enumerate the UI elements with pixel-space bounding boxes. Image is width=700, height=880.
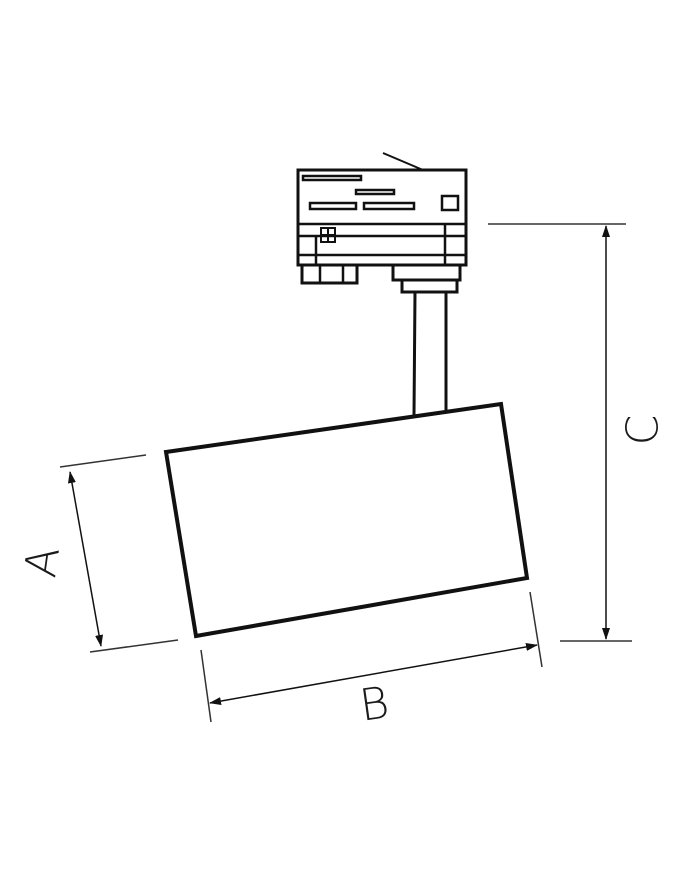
dimension-label-c: C: [617, 414, 669, 446]
dimension-a: [59, 454, 179, 653]
lamp-body: [163, 401, 530, 639]
adapter-contact-arm: [382, 152, 424, 171]
dimension-b: [200, 591, 543, 723]
stem: [412, 291, 448, 416]
dimension-label-b: B: [356, 677, 393, 732]
dimension-label-a: A: [15, 543, 70, 581]
dimension-c: [488, 223, 632, 642]
track-adapter: [296, 152, 468, 294]
